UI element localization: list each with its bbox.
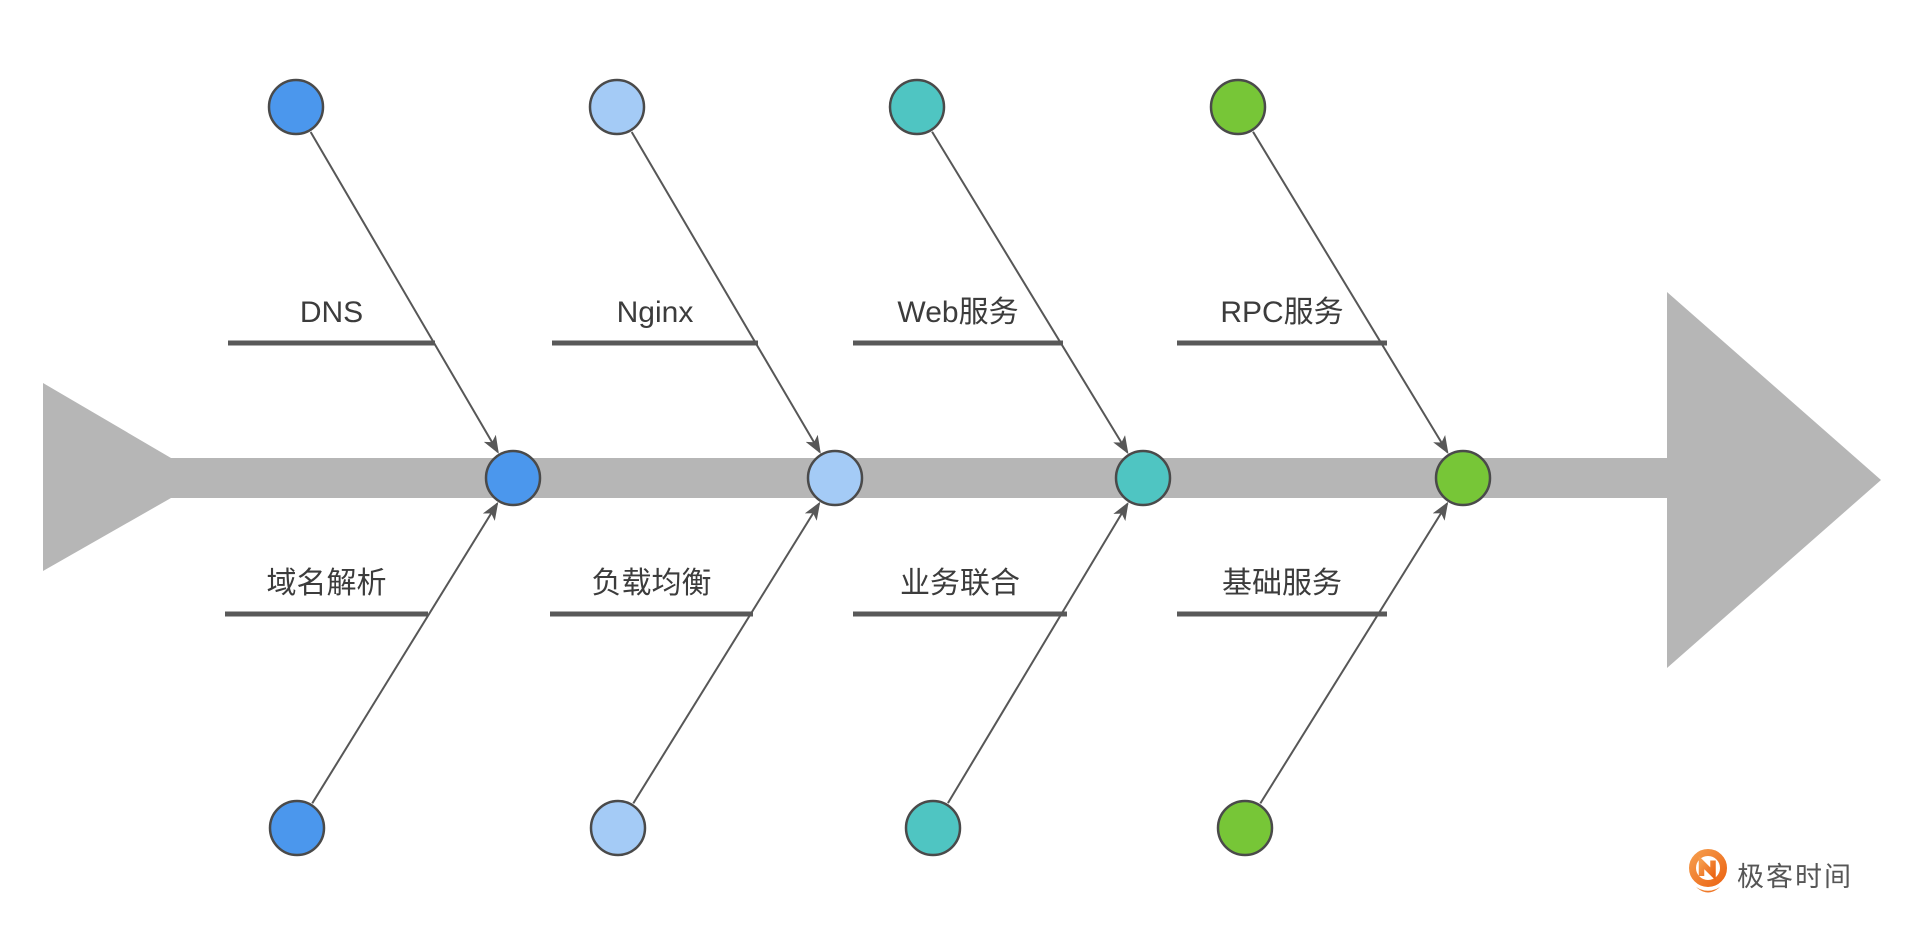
geektime-logo-icon	[1689, 849, 1727, 893]
top-cause-circle-2	[888, 78, 946, 136]
top-branch-line-0	[309, 131, 499, 454]
top-cause-circle-1	[588, 78, 646, 136]
spine-node-circle-3	[1434, 449, 1492, 507]
bottom-branch-line-2	[947, 502, 1129, 804]
top-cause-circle-3	[1209, 78, 1267, 136]
top-branch-line-1	[630, 131, 821, 454]
geektime-logo: 极客时间	[1688, 846, 1853, 902]
bottom-branch-line-1	[632, 501, 821, 804]
spine-bar	[171, 458, 1667, 498]
top-branch-line-2	[931, 131, 1129, 455]
spine-tail	[43, 383, 171, 571]
geektime-logo-text: 极客时间	[1737, 861, 1853, 892]
bottom-cause-circle-0	[268, 799, 326, 857]
bottom-cause-circle-2	[904, 799, 962, 857]
spine-node-circle-2	[1114, 449, 1172, 507]
spine-arrowhead	[1667, 292, 1881, 668]
bottom-cause-circle-3	[1216, 799, 1274, 857]
spine-node-circle-0	[484, 449, 542, 507]
top-branch-line-3	[1252, 131, 1449, 455]
spine-node-circle-1	[806, 449, 864, 507]
top-cause-circle-0	[267, 78, 325, 136]
bottom-branch-line-3	[1259, 501, 1449, 804]
bottom-branch-line-0	[311, 501, 499, 804]
bottom-cause-circle-1	[589, 799, 647, 857]
